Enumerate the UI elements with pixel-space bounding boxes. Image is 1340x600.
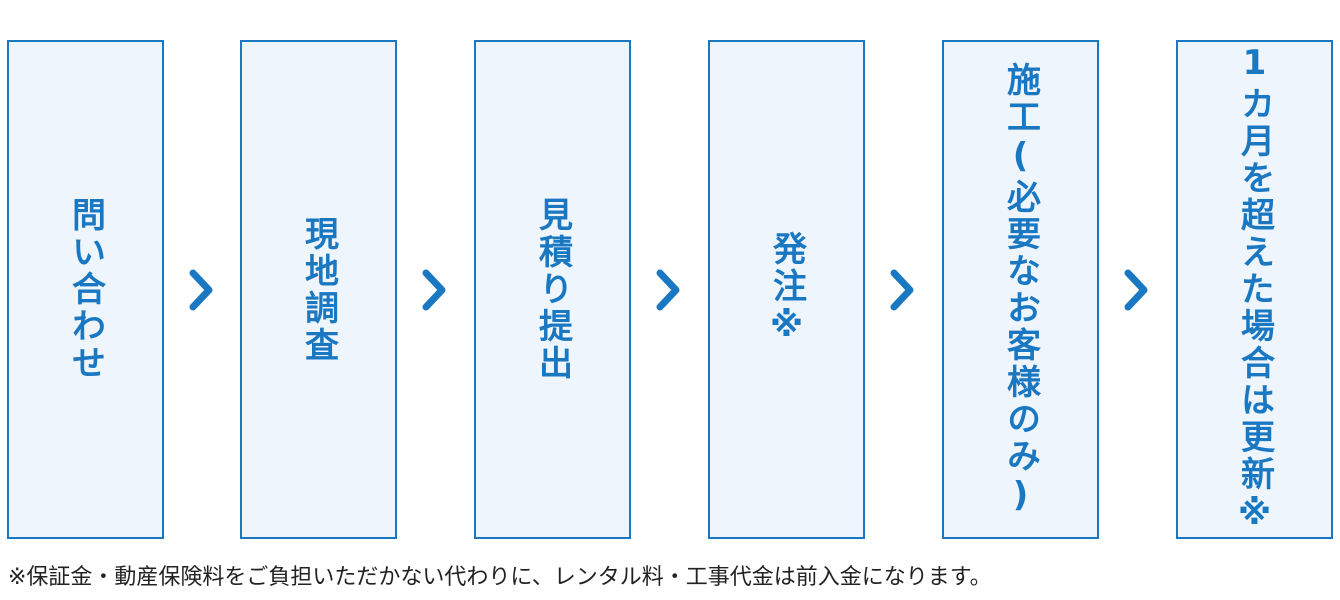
step-label: 1カ月を超えた場合は更新※ [1234,43,1275,536]
step-construction: 施工(必要なお客様のみ) [942,40,1099,539]
step-site-survey: 現地調査 [240,40,397,539]
chevron-right-icon [888,265,918,315]
footnote: ※保証金・動産保険料をご負担いただかない代わりに、レンタル料・工事代金は前入金に… [8,565,992,590]
chevron-right-icon [187,265,217,315]
step-label: 施工(必要なお客様のみ) [1000,61,1041,518]
step-label: 見積り提出 [532,197,573,382]
step-label: 問い合わせ [65,197,106,382]
chevron-right-icon [654,265,684,315]
chevron-right-icon [420,265,450,315]
step-label: 現地調査 [298,215,339,364]
step-label: 発注※ [766,231,807,348]
step-estimate: 見積り提出 [474,40,631,539]
step-renewal: 1カ月を超えた場合は更新※ [1176,40,1333,539]
step-order: 発注※ [708,40,865,539]
step-inquiry: 問い合わせ [7,40,164,539]
chevron-right-icon [1122,265,1152,315]
